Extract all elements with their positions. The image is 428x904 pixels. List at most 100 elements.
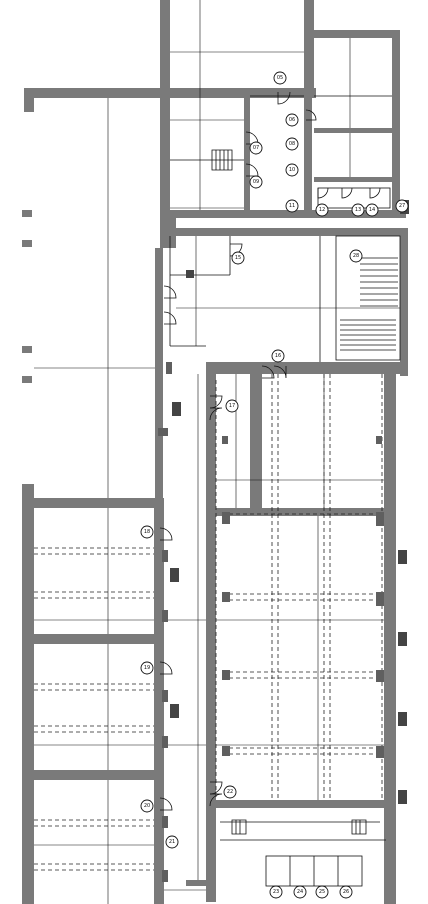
walls (22, 0, 408, 904)
room-tag: 23 (269, 885, 283, 899)
partitions (169, 95, 392, 841)
wall (400, 228, 408, 376)
room-tag: 25 (315, 885, 329, 899)
room-tag: 13 (351, 203, 365, 217)
room-tag: 14 (365, 203, 379, 217)
door (261, 365, 275, 379)
equipment-box (186, 270, 194, 278)
wall (24, 88, 34, 112)
room-tag-label: 27 (399, 203, 405, 209)
door (159, 661, 173, 675)
room-tag: 17 (225, 399, 239, 413)
room-tag: 28 (349, 249, 363, 263)
equipment-boxes (170, 200, 409, 804)
room-tag-label: 28 (353, 253, 359, 259)
door (317, 187, 329, 199)
equipment-box (170, 568, 179, 582)
room-tag-label: 13 (355, 207, 361, 213)
stair-enclosure (335, 235, 401, 361)
room-tag: 08 (285, 137, 299, 151)
room-tag: 05 (273, 71, 287, 85)
wall (244, 96, 250, 214)
equipment-box (170, 704, 179, 718)
wall (154, 498, 164, 904)
room-tag: 27 (395, 199, 409, 213)
wall (166, 88, 316, 98)
room-tag-label: 05 (277, 75, 283, 81)
wall (166, 210, 406, 218)
room-tag-label: 09 (253, 179, 259, 185)
wall (24, 88, 166, 98)
wall (304, 96, 312, 216)
door (163, 311, 177, 325)
marker (22, 240, 32, 247)
door (159, 527, 173, 541)
door (229, 243, 243, 257)
door (273, 365, 287, 379)
room-tag-label: 18 (144, 529, 150, 535)
door (369, 187, 381, 199)
wall (186, 880, 216, 886)
room-tag: 21 (165, 835, 179, 849)
room-tag: 26 (339, 885, 353, 899)
toilet-cubicles (265, 187, 391, 887)
wall (155, 248, 163, 498)
room-tag-label: 25 (319, 889, 325, 895)
door (209, 407, 223, 421)
equipment-box (398, 790, 407, 804)
wall (216, 508, 384, 516)
wall (166, 228, 406, 236)
room-tag: 20 (140, 799, 154, 813)
dashed-beams (34, 374, 384, 871)
wall (34, 634, 164, 644)
wall (206, 362, 216, 902)
wall (314, 177, 394, 182)
room-tag-label: 23 (273, 889, 279, 895)
markers (22, 210, 32, 383)
dimension-lines (34, 0, 400, 904)
equipment-box (398, 712, 407, 726)
wall (216, 800, 386, 808)
room-tag: 15 (231, 251, 245, 265)
wall (34, 770, 164, 780)
equipment-box (398, 550, 407, 564)
room-tag-label: 07 (253, 145, 259, 151)
stair-step-left (231, 819, 247, 835)
door (209, 793, 223, 807)
door (341, 187, 353, 199)
room-tag-label: 22 (227, 789, 233, 795)
door (305, 109, 317, 121)
wall (160, 0, 170, 248)
room-tag: 16 (271, 349, 285, 363)
marker (22, 376, 32, 383)
wall (206, 362, 408, 374)
room-tag-label: 12 (319, 207, 325, 213)
room-tag-label: 06 (289, 117, 295, 123)
room-tag-label: 16 (275, 353, 281, 359)
room-tag: 18 (140, 525, 154, 539)
room-tag: 22 (223, 785, 237, 799)
room-tag-label: 08 (289, 141, 295, 147)
room-tag-label: 14 (369, 207, 375, 213)
stair-small (211, 149, 233, 171)
room-tag: 11 (285, 199, 299, 213)
wall (392, 30, 400, 218)
wall (250, 374, 262, 510)
wall (34, 498, 164, 508)
room-tag-label: 10 (289, 167, 295, 173)
room-tag-label: 11 (289, 203, 295, 209)
wall (314, 128, 394, 133)
room-tag: 24 (293, 885, 307, 899)
room-tag-label: 15 (235, 255, 241, 261)
pillars (158, 362, 384, 882)
room-tag: 06 (285, 113, 299, 127)
room-tag-label: 24 (297, 889, 303, 895)
stair-step-right (351, 819, 367, 835)
equipment-box (172, 402, 181, 416)
room-tag-label: 21 (169, 839, 175, 845)
marker (22, 346, 32, 353)
room-tag-label: 20 (144, 803, 150, 809)
door (159, 797, 173, 811)
wall (384, 374, 396, 904)
